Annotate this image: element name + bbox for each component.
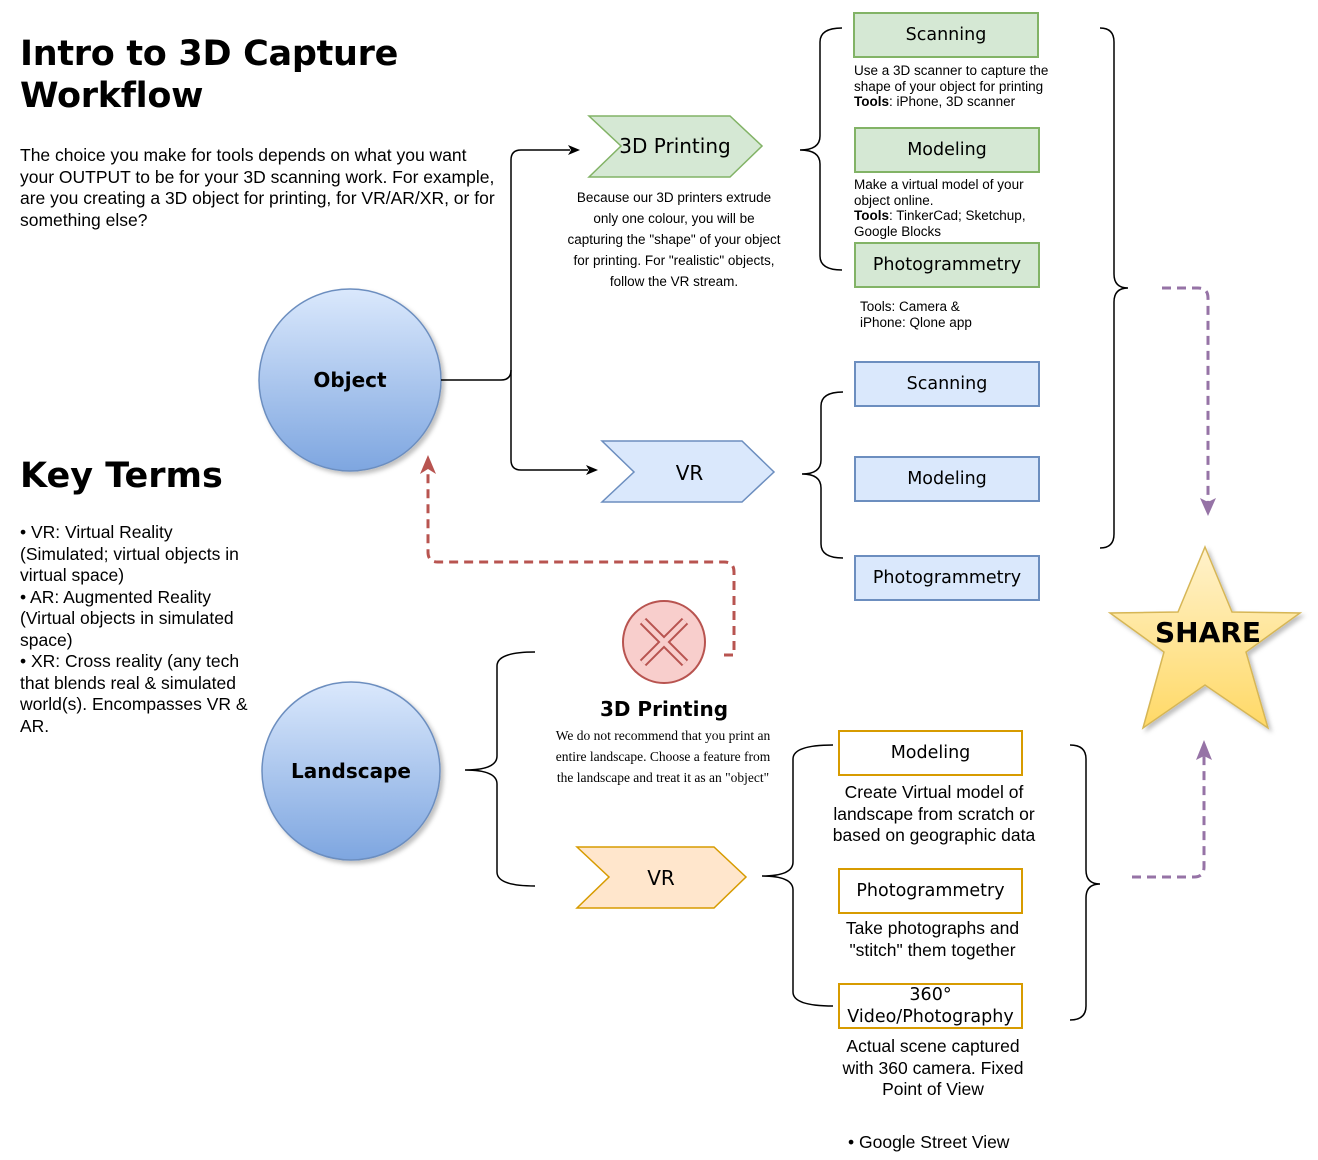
- printing-note: Because our 3D printers extrude only one…: [567, 190, 781, 289]
- arrow-noprint-to-object: [426, 470, 736, 657]
- arrowhead-vr: [586, 465, 598, 475]
- landscape-node: [261, 681, 441, 861]
- key-term-ar: • AR: Augmented Reality (Virtual objects…: [20, 586, 234, 650]
- object-vr-step-shape: [600, 440, 776, 503]
- object-label: Object: [313, 368, 387, 392]
- printing-method-scanning: Scanning: [853, 12, 1039, 58]
- arrowhead-object-share: [1200, 498, 1216, 516]
- brace-object-vr-methods: [801, 391, 844, 559]
- landscape-360-description: Actual scene captured with 360 camera. F…: [842, 1036, 1024, 1099]
- arrowhead-landscape-share: [1196, 740, 1212, 760]
- brace-landscape-all: [1069, 744, 1101, 1021]
- key-term-vr: • VR: Virtual Reality (Simulated; virtua…: [20, 522, 239, 585]
- brace-object-all: [1099, 27, 1129, 549]
- printing-step-label: 3D Printing: [619, 134, 731, 158]
- landscape-printing-label: 3D Printing: [599, 697, 729, 721]
- printing-step-shape: [587, 115, 764, 178]
- landscape-photogrammetry-description: Take photographs and "stitch" them toget…: [845, 918, 1020, 960]
- scanning-description: Use a 3D scanner to capture the shape of…: [854, 63, 1049, 109]
- landscape-label: Landscape: [291, 759, 411, 783]
- arrowhead-printing: [568, 145, 580, 155]
- landscape-modeling-description: Create Virtual model of landscape from s…: [832, 782, 1036, 845]
- landscape-printing-note: We do not recommend that you print an en…: [555, 728, 771, 785]
- key-terms-list: • VR: Virtual Reality (Simulated; virtua…: [20, 522, 250, 737]
- landscape-vr-step-label: VR: [647, 866, 675, 890]
- photogrammetry-description: Tools: Camera & iPhone: Qlone app: [860, 299, 972, 330]
- connector-object-to-printing: [441, 149, 570, 381]
- brace-landscape: [464, 651, 536, 887]
- vr-method-modeling: Modeling: [854, 456, 1040, 502]
- intro-text: The choice you make for tools depends on…: [20, 145, 495, 230]
- street-view-bullet: • Google Street View: [848, 1132, 1010, 1152]
- key-term-xr: • XR: Cross reality (any tech that blend…: [20, 651, 248, 736]
- arrow-landscape-to-share: [1132, 756, 1206, 879]
- object-vr-step-label: VR: [675, 461, 704, 485]
- key-terms-heading: Key Terms: [20, 456, 223, 496]
- brace-landscape-vr-methods: [761, 744, 834, 1007]
- share-star: [1107, 545, 1303, 730]
- connector-object-to-vr: [510, 370, 588, 471]
- share-label: SHARE: [1155, 616, 1261, 649]
- vr-method-scanning: Scanning: [854, 361, 1040, 407]
- landscape-method-360: 360° Video/Photography: [838, 983, 1023, 1029]
- arrow-object-to-share: [1162, 286, 1210, 502]
- landscape-method-photogrammetry: Photogrammetry: [838, 868, 1023, 914]
- landscape-vr-step-shape: [575, 846, 748, 909]
- vr-method-photogrammetry: Photogrammetry: [854, 555, 1040, 601]
- landscape-method-modeling: Modeling: [838, 730, 1023, 776]
- modeling-description: Make a virtual model of your object onli…: [854, 177, 1026, 239]
- arrowhead-red: [420, 455, 436, 474]
- page-title: Intro to 3D Capture Workflow: [20, 34, 399, 116]
- printing-method-photogrammetry: Photogrammetry: [854, 242, 1040, 288]
- printing-method-modeling: Modeling: [854, 127, 1040, 173]
- brace-printing-methods: [799, 27, 843, 271]
